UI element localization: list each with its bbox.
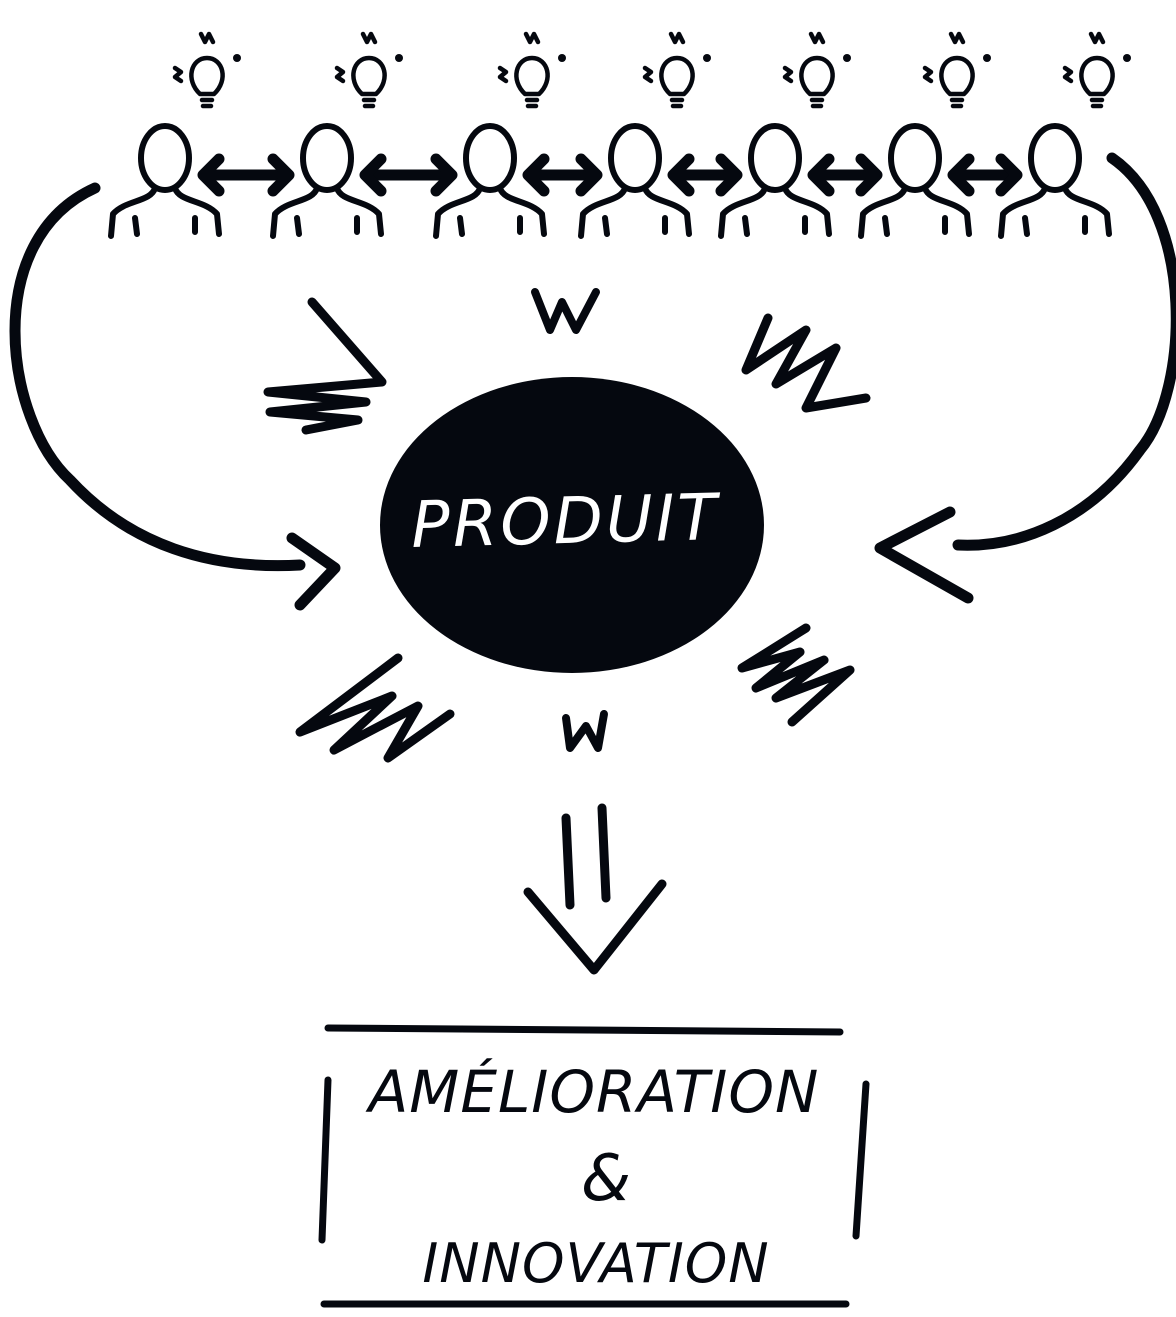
ray-bottom-left	[295, 653, 455, 763]
person-2	[270, 31, 403, 239]
outcome-text: AMÉLIORATION & INNOVATION	[365, 1057, 820, 1295]
scribble-rays	[263, 288, 871, 763]
product-node: PRODUIT	[380, 377, 764, 673]
feedback-arrow-right	[874, 152, 1176, 604]
lightbulb-icon	[1062, 31, 1131, 109]
lightbulb-icon	[497, 31, 566, 109]
person-6	[858, 31, 991, 239]
person-shoulders	[858, 185, 972, 239]
connection-arrow	[197, 153, 295, 197]
person-head	[1028, 123, 1082, 193]
connection-arrow	[807, 153, 883, 197]
lightbulb-icon	[172, 31, 241, 109]
person-head	[608, 123, 662, 193]
people-row	[108, 31, 1131, 239]
person-shoulders	[270, 185, 384, 239]
person-5	[718, 31, 851, 239]
ray-top	[531, 288, 600, 334]
person-head	[463, 123, 517, 193]
down-arrow	[523, 803, 667, 975]
person-head	[888, 123, 942, 193]
outcome-line-1: AMÉLIORATION	[365, 1057, 820, 1126]
lightbulb-icon	[782, 31, 851, 109]
outcome-line-3: INNOVATION	[422, 1232, 769, 1295]
person-shoulders	[433, 185, 547, 239]
person-shoulders	[108, 185, 222, 239]
person-head	[300, 123, 354, 193]
ray-top-right	[741, 313, 871, 413]
connection-arrow	[359, 153, 458, 197]
outcome-box	[318, 1024, 870, 1308]
lightbulb-icon	[922, 31, 991, 109]
person-1	[108, 31, 241, 239]
person-head	[748, 123, 802, 193]
person-shoulders	[578, 185, 692, 239]
outcome-line-2: &	[581, 1142, 631, 1216]
ray-bottom-right	[737, 623, 855, 727]
lightbulb-icon	[642, 31, 711, 109]
person-head	[138, 123, 192, 193]
product-ellipse	[380, 377, 764, 673]
product-label: PRODUIT	[410, 481, 722, 563]
connection-arrow	[522, 153, 603, 197]
person-7	[998, 31, 1131, 239]
lightbulb-icon	[334, 31, 403, 109]
person-shoulders	[718, 185, 832, 239]
feedback-arrow-left	[9, 182, 341, 611]
ray-bottom	[562, 710, 608, 752]
person-shoulders	[998, 185, 1112, 239]
connection-arrow	[947, 153, 1023, 197]
ray-top-left	[263, 297, 387, 435]
person-4	[578, 31, 711, 239]
connection-arrow	[667, 153, 743, 197]
person-3	[433, 31, 566, 239]
